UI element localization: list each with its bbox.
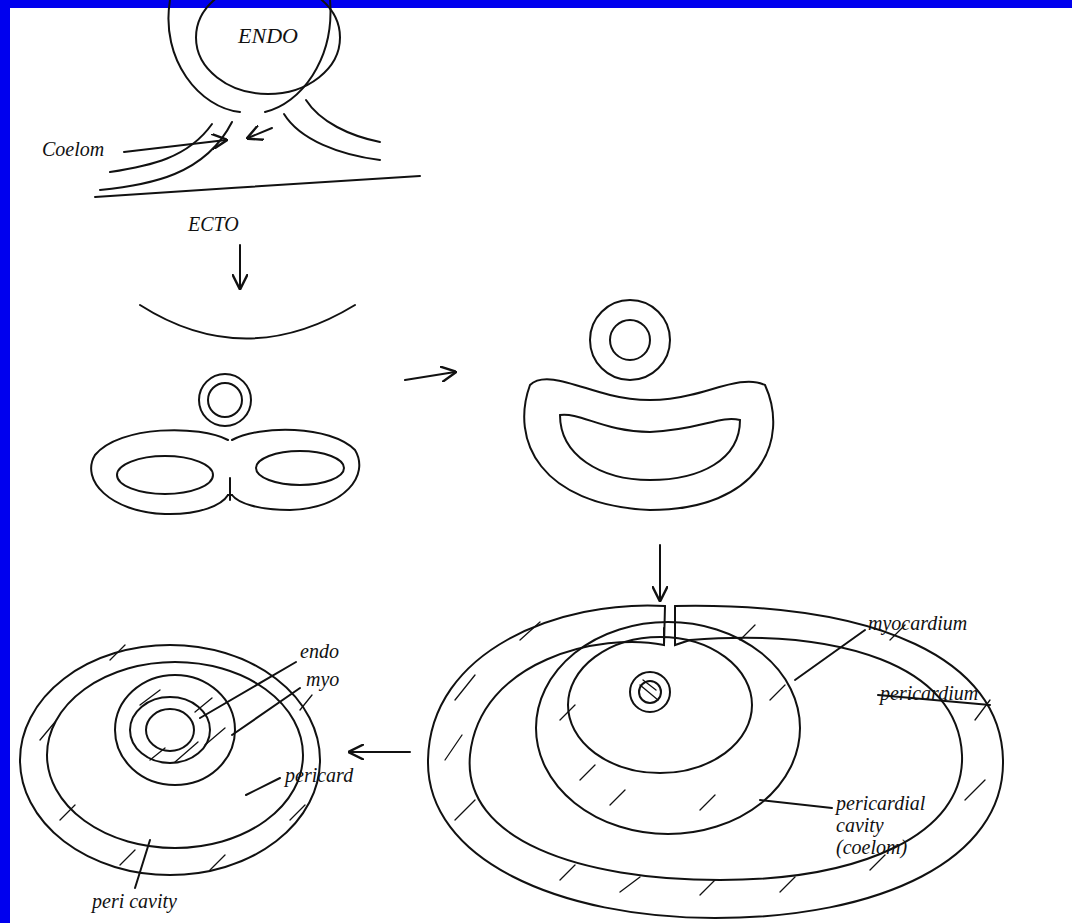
paired-coelom-stage-stroke — [117, 456, 213, 494]
heart-tube-with-mesocardium-stroke — [568, 637, 752, 773]
oval-outline-path — [196, 0, 340, 94]
final-pericardium-section-stroke — [135, 840, 150, 888]
final-pericardium-section-stroke — [246, 778, 280, 795]
fused-coelom-stage — [524, 300, 773, 600]
heart-tube-with-mesocardium-stroke — [795, 630, 865, 680]
pericardium-short-label: pericard — [285, 764, 353, 786]
final-pericardium-section-stroke — [115, 675, 235, 785]
final-pericardium-section-stroke — [200, 662, 296, 718]
node-body: ENDO — [195, 0, 341, 49]
heart-tube-with-mesocardium-stroke — [630, 672, 670, 712]
paired-coelom-stage-stroke — [208, 383, 242, 417]
ectoderm-label: ECTO — [188, 213, 239, 235]
gut-tube-section-stroke — [124, 140, 226, 152]
myocardium-short-label: myo — [306, 668, 339, 690]
paired-coelom-stage-stroke — [199, 374, 251, 426]
heart-tube-with-mesocardium-stroke — [470, 606, 962, 880]
gut-tube-section-stroke — [95, 176, 420, 197]
final-pericardium-section-stroke — [140, 690, 225, 762]
paired-coelom-stage-stroke — [232, 430, 359, 510]
gut-tube-section — [95, 0, 420, 288]
endoderm-oval: ENDO — [195, 0, 341, 95]
final-pericardium-section — [20, 645, 320, 888]
heart-tube-with-mesocardium-stroke — [350, 751, 410, 753]
paired-coelom-stage-stroke — [256, 451, 344, 485]
final-pericardium-section-stroke — [47, 662, 303, 848]
heart-tube-with-mesocardium-stroke — [536, 622, 800, 834]
heart-tube-with-mesocardium-stroke — [639, 681, 661, 703]
heart-tube-with-mesocardium-stroke — [760, 800, 832, 808]
coelom-label: Coelom — [42, 138, 104, 160]
final-pericardium-section-stroke — [20, 645, 320, 875]
heart-tube-with-mesocardium-stroke — [445, 622, 990, 895]
fused-coelom-stage-stroke — [560, 415, 740, 480]
gut-tube-section-stroke — [168, 0, 240, 112]
gut-tube-section-stroke — [284, 114, 380, 160]
gut-tube-section-stroke — [306, 100, 380, 142]
heart-tube-with-mesocardium-stroke — [428, 606, 1003, 918]
fused-coelom-stage-stroke — [590, 300, 670, 380]
tissue-label: ENDO — [195, 23, 341, 49]
gut-tube-section-stroke — [248, 128, 272, 138]
heart-tube-with-mesocardium-stroke — [560, 625, 785, 810]
gut-tube-section-stroke — [239, 245, 241, 288]
paired-coelom-stage-stroke — [91, 430, 228, 514]
pericardium-label: pericardium — [880, 682, 978, 704]
paired-coelom-stage-stroke — [140, 305, 355, 339]
fused-coelom-stage-stroke — [524, 379, 773, 510]
heart-tube-with-mesocardium — [350, 606, 1003, 918]
endocardium-label: endo — [300, 640, 339, 662]
gut-tube-section-stroke — [100, 122, 232, 190]
heart-tube-with-mesocardium-stroke — [640, 680, 658, 700]
fused-coelom-stage-stroke — [610, 320, 650, 360]
pericardial-cavity-short-label: peri cavity — [92, 890, 177, 912]
paired-coelom-stage — [91, 305, 455, 514]
myocardium-label: myocardium — [868, 612, 967, 634]
final-pericardium-section-stroke — [40, 645, 312, 870]
final-pericardium-section-stroke — [232, 688, 300, 735]
paired-coelom-stage-stroke — [405, 372, 455, 380]
fused-coelom-stage-stroke — [659, 545, 661, 600]
gut-tube-section-stroke — [265, 0, 330, 112]
final-pericardium-section-stroke — [146, 709, 194, 751]
paired-coelom-stage-stroke — [228, 478, 232, 500]
final-pericardium-section-stroke — [130, 697, 210, 763]
pericardial-cavity-label: pericardial cavity (coelom) — [836, 792, 951, 858]
